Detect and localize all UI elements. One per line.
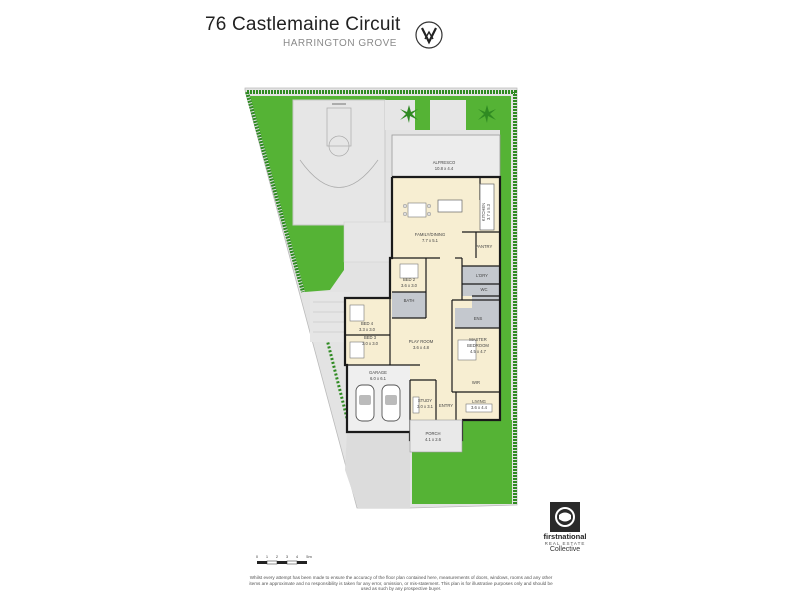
label-garage: GARAGE (369, 370, 387, 375)
car-right-icon (381, 384, 401, 422)
label-alfresco: ALFRESCO (433, 160, 456, 165)
basketball-court (292, 99, 386, 226)
lawn-left (250, 96, 344, 292)
size-garage: 6.0 x 6.1 (370, 376, 387, 381)
ensuite-area (455, 308, 500, 328)
label-family-dining: FAMILY/DINING (415, 232, 445, 237)
label-pantry: PANTRY (476, 244, 493, 249)
size-alfresco: 10.8 x 4.4 (435, 166, 454, 171)
label-master: MASTER (469, 337, 486, 342)
scale-tick: 3 (286, 554, 289, 559)
north-arrow-icon (415, 21, 443, 49)
label-entry: ENTRY (439, 403, 453, 408)
desk-icon (412, 396, 420, 414)
laundry-area (462, 266, 500, 284)
size-kitchen: 3.7 x 5.3 (486, 203, 491, 220)
sofa-icon (465, 403, 493, 413)
label-porch: PORCH (425, 431, 440, 436)
wc-area (462, 284, 500, 296)
hedge-border (247, 90, 517, 505)
scale-tick: 2 (276, 554, 279, 559)
property-title: 76 Castlemaine Circuit (205, 14, 401, 35)
plant-right-icon (478, 105, 496, 123)
hedge-lower-left (314, 295, 352, 431)
hedge-left (245, 91, 305, 293)
logo-collective: Collective (549, 546, 581, 553)
size-bed2: 3.6 x 3.0 (401, 283, 418, 288)
label-living: LIVING (472, 399, 486, 404)
logo-subtitle: REAL ESTATE (544, 541, 586, 546)
size-porch: 4.1 x 2.6 (425, 437, 442, 442)
agency-logo: firstnational REAL ESTATE Collective (540, 502, 590, 554)
size-family-dining: 7.7 x 5.1 (422, 238, 439, 243)
label-ldry: L'DRY (476, 273, 488, 278)
car-left-icon (355, 384, 375, 422)
bed-icon (349, 304, 365, 322)
suburb-subtitle: HARRINGTON GROVE (283, 38, 397, 49)
label-bed2: BED 2 (403, 277, 416, 282)
scale-tick: 4 (296, 554, 299, 559)
label-bed4: BED 4 (361, 321, 374, 326)
size-study: 3.0 x 3.1 (417, 404, 434, 409)
label-ens: ENS (474, 316, 483, 321)
size-bed4: 3.3 x 3.0 (359, 327, 376, 332)
scale-bar: 0 1 2 3 4 5m (256, 554, 312, 565)
label-bath: BATH (404, 298, 415, 303)
lawn-right (500, 130, 511, 420)
size-master: 4.5 x 4.7 (470, 349, 487, 354)
size-play-room: 3.6 x 4.8 (413, 345, 430, 350)
label-bed3: BED 3 (364, 335, 377, 340)
wc-area-2 (472, 296, 500, 308)
driveway (345, 432, 410, 508)
label-wir: WIR (472, 380, 480, 385)
alfresco-area (391, 134, 501, 178)
bath-area (392, 292, 426, 318)
bed-icon (399, 263, 419, 279)
logo-brand: firstnational (543, 532, 587, 541)
size-living: 3.6 x 4.4 (471, 405, 488, 410)
bed-icon (349, 341, 365, 359)
bed-icon (457, 339, 477, 361)
size-bed3: 3.0 x 3.0 (362, 341, 379, 346)
lawn-right-lower (462, 420, 512, 454)
plant-left-icon (400, 105, 418, 123)
scale-tick: 0 (256, 554, 259, 559)
label-wc: WC (481, 287, 488, 292)
dining-table-icon (403, 202, 432, 218)
lawn-bottom-right (412, 452, 512, 504)
label-study: STUDY (418, 398, 432, 403)
label-kitchen: KITCHEN (481, 203, 486, 221)
first-national-logo-icon (550, 502, 580, 532)
disclaimer-text: Whilst every attempt has been made to en… (249, 575, 553, 592)
label-play-room: PLAY ROOM (409, 339, 434, 344)
porch-area (409, 419, 463, 453)
scale-tick: 1 (266, 554, 269, 559)
label-master-2: BEDROOM (467, 343, 489, 348)
scale-tick: 5m (306, 554, 312, 559)
